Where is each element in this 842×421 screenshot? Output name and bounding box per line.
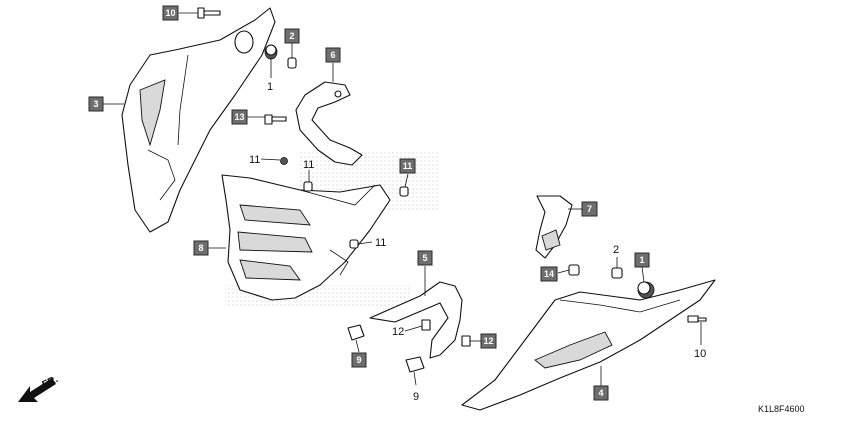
callout-8: 8 bbox=[193, 240, 209, 256]
clip-9-b bbox=[405, 356, 425, 373]
callout-7: 7 bbox=[581, 201, 598, 217]
clip-11-d bbox=[349, 239, 359, 249]
callout-11-boxed: 11 bbox=[399, 158, 416, 174]
callout-9-plain: 9 bbox=[413, 391, 419, 403]
part-4-right-cowl bbox=[461, 279, 716, 411]
callout-10-plain: 10 bbox=[694, 348, 706, 360]
drawing-code: K1L8F4600 bbox=[758, 404, 805, 414]
svg-text:1: 1 bbox=[639, 255, 644, 265]
svg-text:2: 2 bbox=[289, 31, 294, 41]
svg-text:6: 6 bbox=[330, 50, 335, 60]
svg-text:5: 5 bbox=[422, 253, 427, 263]
svg-text:10: 10 bbox=[165, 8, 175, 18]
svg-text:7: 7 bbox=[587, 204, 592, 214]
collar-2-right bbox=[611, 267, 623, 279]
callout-11-plain-a: 11 bbox=[249, 154, 260, 166]
bolt-10-right bbox=[687, 315, 707, 323]
svg-text:8: 8 bbox=[198, 243, 203, 253]
callout-4: 4 bbox=[593, 385, 609, 401]
callout-14: 14 bbox=[540, 266, 558, 282]
callout-10-top: 10 bbox=[162, 5, 179, 21]
clip-11-c bbox=[399, 186, 409, 197]
part-8-inner-panel bbox=[221, 174, 391, 301]
svg-text:9: 9 bbox=[356, 355, 361, 365]
collar-2-top bbox=[287, 57, 297, 69]
svg-text:4: 4 bbox=[598, 388, 603, 398]
callout-2-top: 2 bbox=[284, 28, 300, 44]
callout-1-plain: 1 bbox=[267, 81, 273, 93]
callout-3: 3 bbox=[88, 96, 104, 112]
grommet-1-right bbox=[637, 281, 655, 299]
leader-lines bbox=[103, 12, 702, 386]
bolt-10-top bbox=[197, 7, 221, 19]
svg-text:3: 3 bbox=[93, 99, 98, 109]
bolt-14 bbox=[568, 264, 580, 276]
svg-text:12: 12 bbox=[483, 336, 493, 346]
part-7-bracket bbox=[535, 195, 573, 259]
front-direction-arrow: FR. bbox=[18, 374, 60, 402]
callout-5: 5 bbox=[417, 250, 433, 266]
callout-9-boxed: 9 bbox=[351, 352, 367, 368]
callout-11-plain-c: 11 bbox=[375, 237, 386, 249]
part-6-stay bbox=[295, 81, 363, 166]
bolt-12-a bbox=[421, 319, 431, 331]
callout-11-plain-b: 11 bbox=[303, 159, 314, 171]
bolt-12-b bbox=[461, 335, 471, 347]
callout-12-boxed: 12 bbox=[480, 333, 497, 349]
callout-13: 13 bbox=[231, 109, 248, 125]
callout-6: 6 bbox=[325, 47, 341, 63]
clip-11-b bbox=[303, 181, 313, 192]
callout-12-plain: 12 bbox=[392, 326, 404, 338]
callout-1-boxed: 1 bbox=[634, 252, 650, 268]
part-3-left-cowl bbox=[121, 7, 276, 233]
part-5-stay bbox=[369, 281, 463, 359]
clip-11-a bbox=[280, 157, 288, 165]
grommet-1-top bbox=[264, 44, 278, 60]
front-direction-label: FR. bbox=[41, 374, 60, 391]
clip-9-a bbox=[347, 324, 365, 341]
svg-text:13: 13 bbox=[234, 112, 244, 122]
svg-text:14: 14 bbox=[544, 269, 554, 279]
callout-2-plain: 2 bbox=[613, 244, 619, 256]
bolt-13 bbox=[264, 114, 287, 125]
svg-text:11: 11 bbox=[403, 161, 413, 171]
